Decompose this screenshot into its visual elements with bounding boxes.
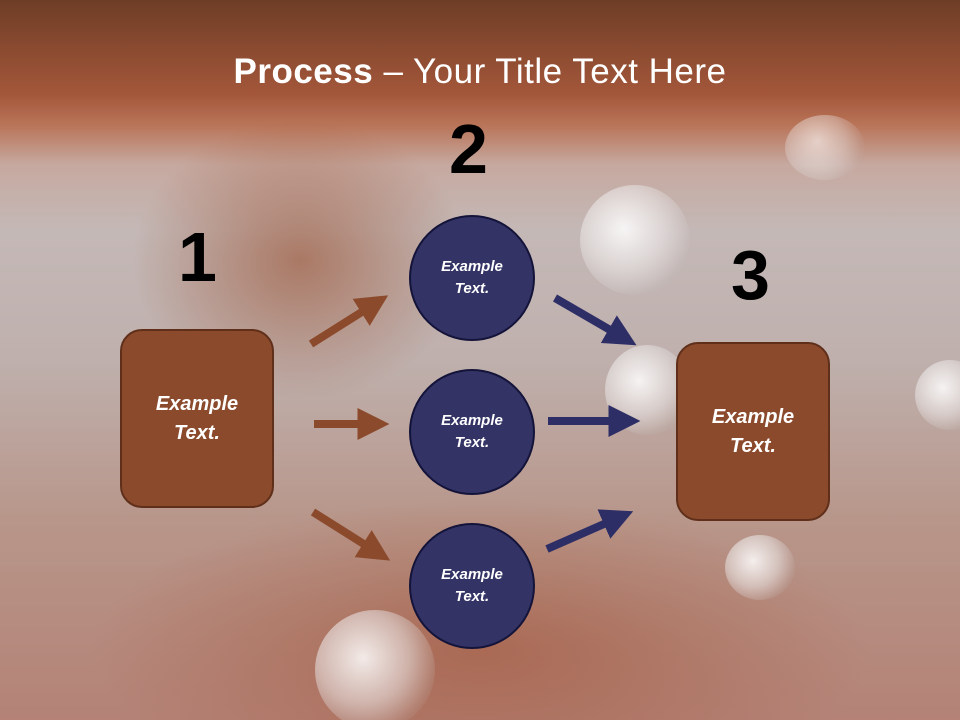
step-2-circle-bottom: Example Text. <box>409 523 535 649</box>
title-rest: – Your Title Text Here <box>373 52 727 91</box>
step-number-1: 1 <box>178 218 217 296</box>
slide-title: Process – Your Title Text Here <box>0 52 960 92</box>
step-number-3: 3 <box>731 236 770 314</box>
step-1-box: Example Text. <box>120 329 274 508</box>
arrow-2c-to-3 <box>545 509 634 553</box>
cell-graphic <box>725 535 795 600</box>
step-3-box: Example Text. <box>676 342 830 521</box>
step-2-circle-top: Example Text. <box>409 215 535 341</box>
step-2-circle-middle: Example Text. <box>409 369 535 495</box>
step-number-2: 2 <box>449 110 488 188</box>
cell-graphic <box>315 610 435 720</box>
cell-graphic <box>785 115 865 180</box>
arrow-1-to-2a <box>308 295 389 348</box>
arrow-1-to-2c <box>310 508 391 561</box>
cell-graphic <box>580 185 690 295</box>
arrow-2a-to-3 <box>552 294 637 346</box>
title-bold: Process <box>233 52 374 91</box>
